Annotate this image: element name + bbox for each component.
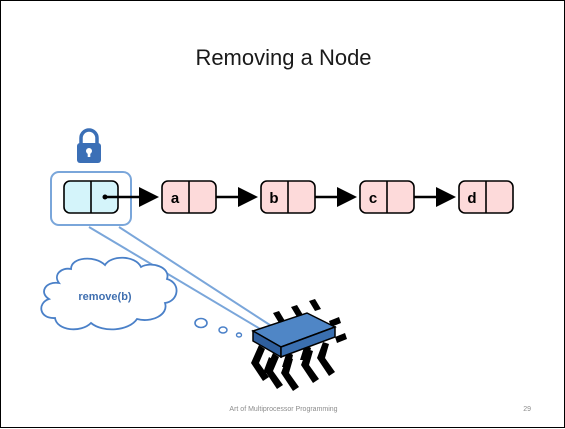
- slide-title: Removing a Node: [195, 45, 372, 70]
- processor-reference-lines: [88, 226, 274, 334]
- list-node-b: b: [260, 180, 316, 214]
- page-number: 29: [523, 406, 531, 413]
- thought-text: remove(b): [78, 291, 132, 303]
- node-label-a: a: [171, 190, 180, 207]
- thought-cloud-icon: remove(b): [40, 256, 243, 338]
- node-label-d: d: [467, 190, 476, 207]
- slide-footer: Art of Multiprocessor Programming: [229, 406, 338, 413]
- list-node-a: a: [161, 180, 217, 214]
- list-node-d: d: [458, 180, 514, 214]
- processor-icon: [251, 299, 347, 391]
- lock-icon: [77, 128, 101, 163]
- node-label-b: b: [269, 190, 278, 207]
- list-node-c: c: [359, 180, 415, 214]
- node-label-c: c: [369, 190, 377, 207]
- head-selection-box: [50, 171, 132, 226]
